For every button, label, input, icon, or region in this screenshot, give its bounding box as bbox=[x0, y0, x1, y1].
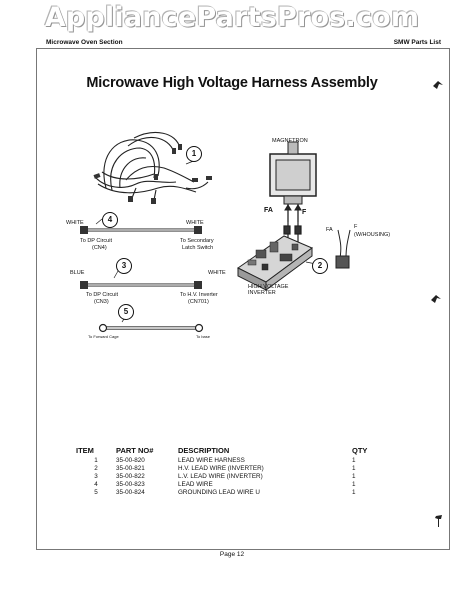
magnetron-label: MAGNETRON bbox=[272, 138, 308, 144]
col-qty: QTY bbox=[352, 446, 368, 455]
page-title: Microwave High Voltage Harness Assembly bbox=[86, 75, 378, 91]
row-qty: 1 bbox=[352, 457, 356, 464]
row-item: 1 bbox=[94, 457, 98, 464]
row-description: LEAD WIRE HARNESS bbox=[178, 457, 245, 464]
row-item: 4 bbox=[94, 481, 98, 488]
wire3-left-end-1: To DP Circuit bbox=[86, 292, 118, 298]
magnetron-drawing bbox=[269, 141, 317, 222]
housing-connector-drawing bbox=[335, 229, 351, 269]
harness-connectors bbox=[93, 144, 212, 204]
inverter-label-line2: INVERTER bbox=[248, 290, 276, 296]
inverter-drawing bbox=[237, 235, 313, 291]
col-item: ITEM bbox=[76, 446, 94, 455]
row-part-no: 35-00-824 bbox=[116, 489, 145, 496]
row-description: LEAD WIRE bbox=[178, 481, 213, 488]
header-section: Microwave Oven Section bbox=[46, 39, 123, 46]
harness-diagram: 1 4 3 5 2 WHITE WHITE To DP Circuit (CN4… bbox=[36, 118, 448, 348]
callout-1: 1 bbox=[186, 146, 202, 162]
row-item: 3 bbox=[94, 473, 98, 480]
wire4-right-color: WHITE bbox=[186, 220, 204, 226]
wire4-left-end-2: (CN4) bbox=[92, 245, 107, 251]
col-part-no: PART NO# bbox=[116, 446, 154, 455]
callout-5: 5 bbox=[118, 304, 134, 320]
table-row: 3 35-00-822 L.V. LEAD WIRE (INVERTER) 1 bbox=[76, 473, 396, 481]
row-qty: 1 bbox=[352, 481, 356, 488]
table-row: 5 35-00-824 GROUNDING LEAD WIRE U 1 bbox=[76, 489, 396, 497]
wire3-right-end-1: To H.V. Inverter bbox=[180, 292, 218, 298]
row-qty: 1 bbox=[352, 489, 356, 496]
inverter-label-line1: HIGH VOLTAGE bbox=[248, 284, 289, 290]
wire3-left-end-2: (CN3) bbox=[94, 299, 109, 305]
fa-label: FA bbox=[264, 207, 273, 214]
callout-4: 4 bbox=[102, 212, 118, 228]
f-housing-label: F bbox=[354, 224, 358, 230]
margin-mark bbox=[435, 515, 442, 527]
callout-2: 2 bbox=[312, 258, 328, 274]
lead-wire-harness-drawing bbox=[95, 132, 209, 201]
col-description: DESCRIPTION bbox=[178, 446, 230, 455]
wire3-left-color: BLUE bbox=[70, 270, 85, 276]
row-qty: 1 bbox=[352, 465, 356, 472]
table-row: 1 35-00-820 LEAD WIRE HARNESS 1 bbox=[76, 457, 396, 465]
row-part-no: 35-00-820 bbox=[116, 457, 145, 464]
fa-small-label: FA bbox=[326, 227, 333, 233]
callout-3: 3 bbox=[116, 258, 132, 274]
wire5-left-end: To Forward Cage bbox=[88, 334, 119, 339]
parts-table: ITEM PART NO# DESCRIPTION QTY 1 35-00-82… bbox=[76, 446, 396, 497]
wire4-right-end-2: Latch Switch bbox=[182, 245, 214, 251]
header-parts-list: SMW Parts List bbox=[393, 39, 441, 46]
row-part-no: 35-00-823 bbox=[116, 481, 145, 488]
row-item: 5 bbox=[94, 489, 98, 496]
wire5-right-end: To base bbox=[196, 334, 211, 339]
wire3-right-end-2: (CN701) bbox=[188, 299, 209, 305]
table-row: 4 35-00-823 LEAD WIRE 1 bbox=[76, 481, 396, 489]
page-number: Page 12 bbox=[219, 551, 245, 558]
margin-mark bbox=[431, 295, 441, 303]
row-part-no: 35-00-822 bbox=[116, 473, 145, 480]
housing-label: (W/HOUSING) bbox=[354, 232, 391, 238]
row-description: GROUNDING LEAD WIRE U bbox=[178, 489, 260, 496]
row-part-no: 35-00-821 bbox=[116, 465, 145, 472]
wire3-right-color: WHITE bbox=[208, 270, 226, 276]
page-frame bbox=[36, 48, 450, 550]
watermark: AppliancePartsPros.com bbox=[44, 2, 420, 33]
row-description: L.V. LEAD WIRE (INVERTER) bbox=[178, 473, 263, 480]
wire4-right-end-1: To Secondary bbox=[180, 238, 214, 244]
diagram-drawing bbox=[80, 132, 351, 333]
wire4-left-end-1: To DP Circuit bbox=[80, 238, 112, 244]
f-label: F bbox=[302, 209, 307, 216]
table-row: 2 35-00-821 H.V. LEAD WIRE (INVERTER) 1 bbox=[76, 465, 396, 473]
row-item: 2 bbox=[94, 465, 98, 472]
margin-mark bbox=[433, 81, 443, 89]
table-header-row: ITEM PART NO# DESCRIPTION QTY bbox=[76, 446, 396, 457]
wire4-left-color: WHITE bbox=[66, 220, 84, 226]
row-description: H.V. LEAD WIRE (INVERTER) bbox=[178, 465, 264, 472]
row-qty: 1 bbox=[352, 473, 356, 480]
